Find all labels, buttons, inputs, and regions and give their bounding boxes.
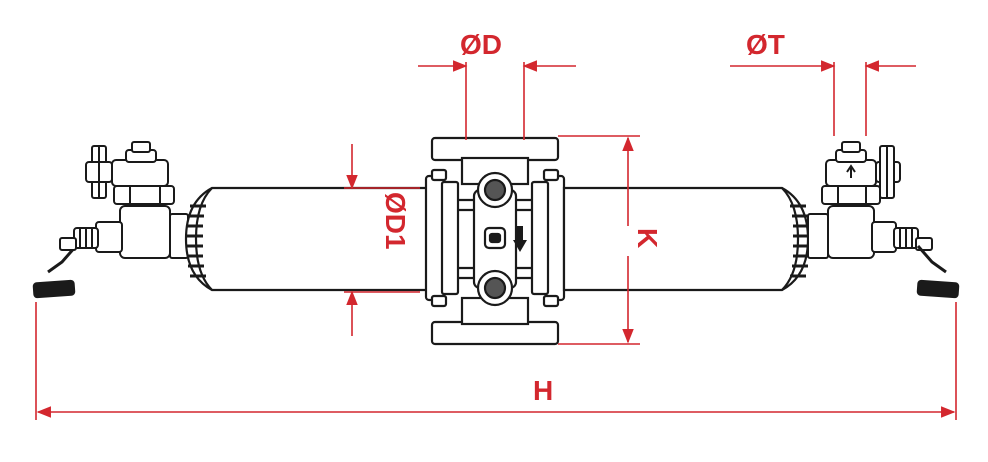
up-arrow-icon [846, 164, 856, 178]
left-valve-assembly [32, 141, 189, 299]
right-valve-assembly [807, 141, 960, 299]
dimension-lines [35, 60, 957, 420]
dimension-label-d: ØD [460, 29, 502, 60]
down-arrow-icon [513, 226, 527, 252]
central-manifold [424, 136, 566, 346]
right-filter-housing [562, 186, 810, 292]
dimension-label-h: H [533, 375, 553, 406]
dimension-label-k: K [632, 228, 663, 248]
left-filter-housing [184, 186, 430, 292]
dimension-label-t: ØT [746, 29, 785, 60]
dimension-label-d1: ØD1 [380, 192, 411, 250]
